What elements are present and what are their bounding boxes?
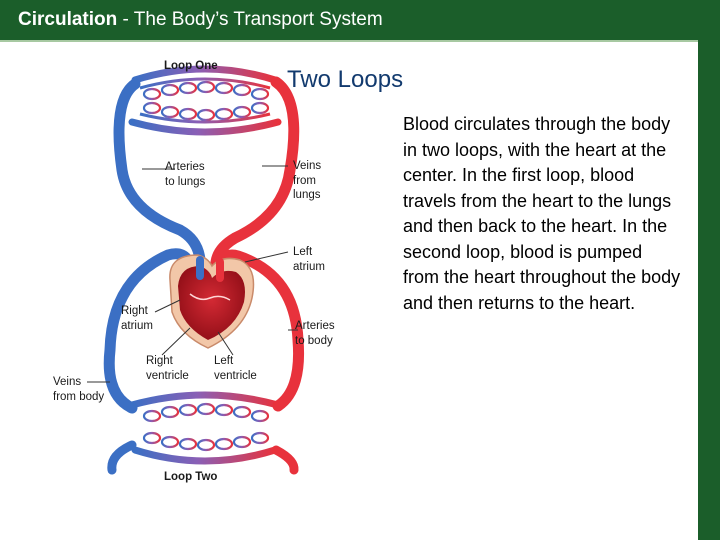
right-atrium-label: Right atrium [121, 305, 153, 332]
loop-two-label: Loop Two [164, 471, 218, 483]
left-atrium-label: Left atrium [293, 246, 325, 273]
arteries-to-lungs-label: Arteries to lungs [165, 161, 206, 188]
veins-from-body-label: Veins from body [53, 376, 105, 403]
header-title-bold: Circulation [18, 9, 118, 30]
leader-lines [87, 165, 298, 383]
oxygen-rich-vessels [210, 76, 305, 475]
heart-illustration [169, 254, 255, 349]
left-ventricle-label: Left ventricle [214, 355, 257, 382]
header-bar: Circulation - The Body’s Transport Syste… [0, 0, 720, 40]
right-ventricle-label: Right ventricle [146, 355, 189, 382]
lung-capillary-bed [128, 65, 282, 136]
circulation-diagram: Loop One Loop Two Arteries to lungs Vein… [40, 50, 370, 500]
slide-title: Two Loops [287, 66, 404, 93]
circulation-illustration [87, 65, 305, 475]
header-divider [0, 40, 698, 42]
veins-from-lungs-label: Veins from lungs [293, 160, 322, 201]
body-capillary-bed [128, 391, 282, 465]
oxygen-poor-vessels [103, 78, 206, 475]
body-paragraph: Blood circulates through the body in two… [403, 114, 681, 313]
loop-one-label: Loop One [164, 60, 218, 72]
right-accent-stripe [698, 40, 720, 540]
arteries-to-body-label: Arteries to body [295, 320, 335, 347]
header-title-rest: - The Body’s Transport System [117, 9, 383, 30]
